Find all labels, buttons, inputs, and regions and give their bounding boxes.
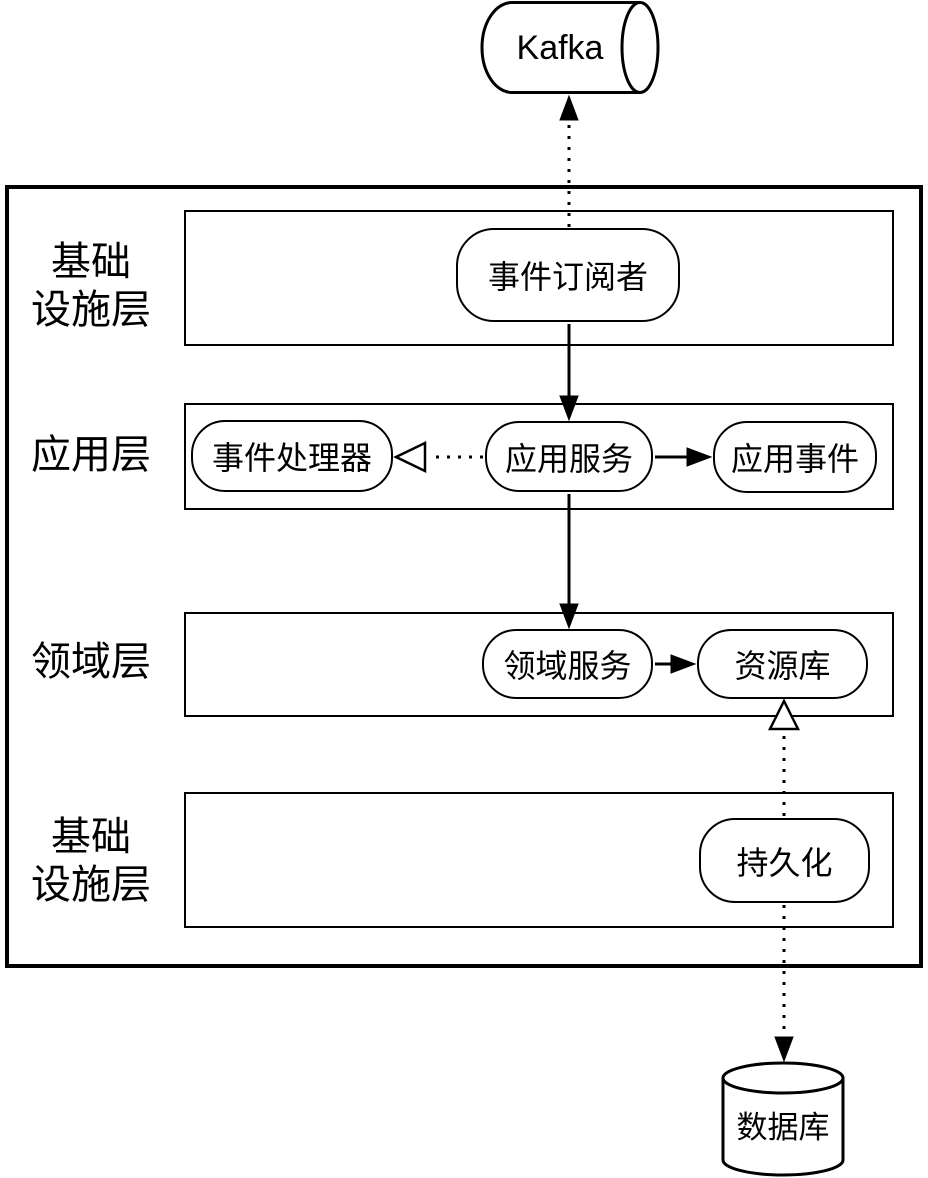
database-cylinder — [721, 1061, 845, 1177]
layer-label-infrastructure-bottom: 基础 设施层 — [31, 815, 151, 907]
node-repository: 资源库 — [697, 629, 868, 699]
node-application-service: 应用服务 — [485, 421, 653, 492]
database-node-label: 数据库 — [737, 1110, 830, 1145]
node-event-subscriber: 事件订阅者 — [456, 228, 680, 322]
layer-label-application: 应用层 — [31, 433, 151, 477]
node-persistence: 持久化 — [699, 818, 870, 903]
node-domain-service: 领域服务 — [482, 629, 653, 699]
node-application-event: 应用事件 — [713, 421, 877, 493]
kafka-node-label: Kafka — [517, 29, 604, 67]
kafka-cylinder — [480, 0, 660, 94]
layer-label-domain: 领域层 — [31, 640, 151, 684]
layer-label-infrastructure-top: 基础 设施层 — [31, 240, 151, 332]
system-boundary-box — [5, 185, 923, 968]
node-event-handler: 事件处理器 — [191, 420, 393, 492]
